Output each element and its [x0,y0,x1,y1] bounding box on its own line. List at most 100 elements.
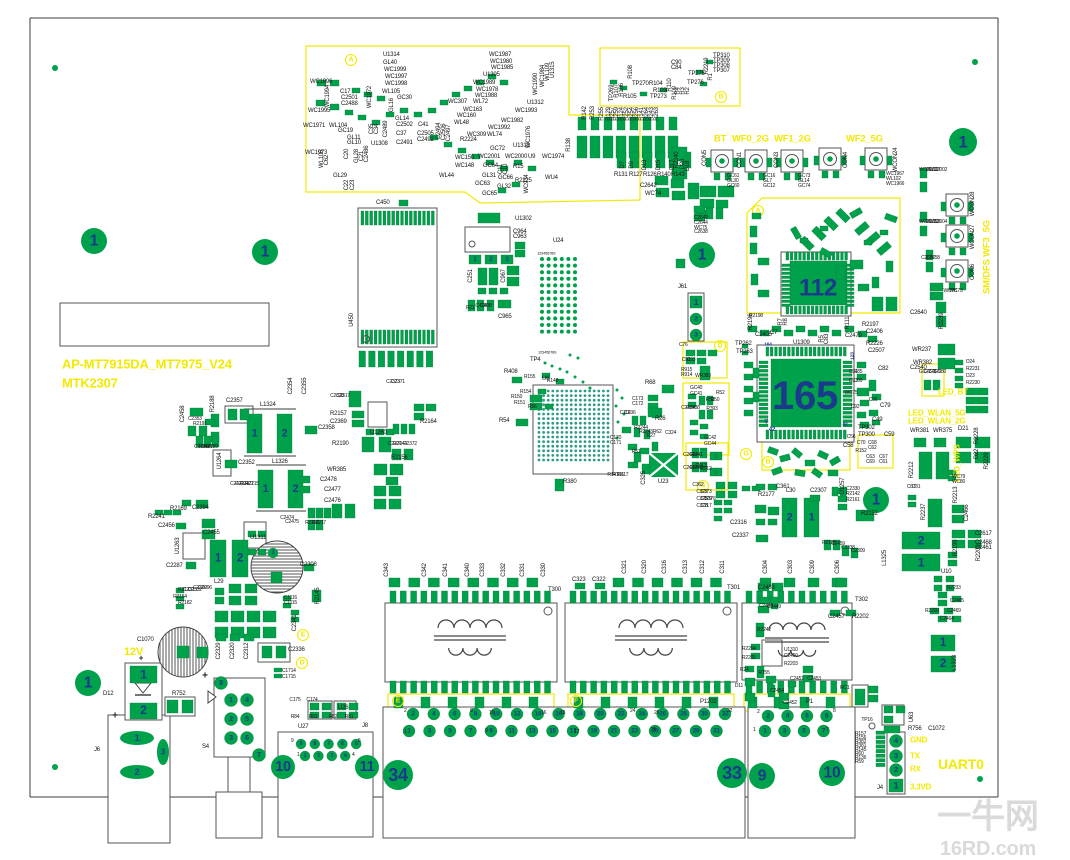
refdes-label: D23 [966,373,975,379]
smd-pad [755,622,765,638]
smd-pad [945,575,955,583]
refdes-label: R2237 [921,503,927,521]
smd-pad [526,577,539,588]
refdes-label: 123456789 [538,350,557,355]
refdes-label: TP310 [713,53,731,59]
refdes-label: U1312 [527,100,545,106]
smd-pad [758,398,769,402]
refdes-label: WC1989 [473,80,496,86]
refdes-label: R82 [329,714,338,720]
connector-pin [566,724,580,738]
smd-pad [867,170,875,179]
smd-pad [668,116,678,131]
refdes-label: R104 [649,81,663,87]
refdes-label: C2405 [755,332,773,338]
smd-pad [400,680,407,694]
smd-pad [709,451,717,461]
smd-pad [282,602,292,609]
smd-pad [933,437,947,448]
smd-pad [387,329,391,345]
bga-ball [537,440,541,443]
smd-pad [817,346,821,357]
connector-pin [214,676,228,690]
smd-pad [373,463,388,476]
pin-number: 21 [611,728,618,735]
bga-ball [583,435,587,439]
connector-pin [552,707,565,721]
bga-ball [597,403,601,407]
refdes-label: U9 [528,154,536,160]
smd-pad [416,350,424,368]
refdes-label: R2182 [178,600,192,606]
refdes-label: R2196 [748,313,754,331]
refdes-label: L1326 [272,459,289,465]
bga-ball [579,417,582,420]
pin-number: 6 [341,741,344,747]
refdes-label: U1310 [784,647,798,653]
refdes-label: C236 [624,410,636,416]
smd-pad [845,279,855,283]
bga-ball [588,435,591,439]
refdes-label: R2152 [861,511,879,517]
smd-pad [935,315,947,328]
connector-pin [628,724,641,738]
refdes-label: C2312 [244,642,250,660]
refdes-label: C2488 [341,101,359,107]
refdes-label: C343 [384,562,390,576]
electrolytic-cap [250,540,304,594]
refdes-label: R259 [614,106,620,120]
smd-pad [621,680,628,694]
refdes-label: WL108 [926,219,941,225]
smd-pad [447,577,460,588]
bga-ball [553,296,558,301]
smd-pad [875,740,886,744]
bga-ball [540,323,544,327]
refdes-label: R2224 [460,137,478,143]
component-outline [277,731,374,838]
smd-pad [247,530,257,538]
refdes-label: R382 [855,739,867,745]
region-letter-circle [696,479,710,493]
bga-ball [559,263,564,268]
connector-pin [587,724,600,738]
component-outline [532,384,614,475]
connector-pin [313,750,324,762]
refdes-label: 32 [727,708,733,714]
connector-pin [402,724,416,738]
switch-arrow-mark [207,690,217,704]
refdes-label: R53 [706,397,715,403]
bga-ball [573,329,577,334]
bga-ball [602,417,605,420]
refdes-label: C11 [498,163,504,174]
smd-pad [842,415,853,419]
bga-ball [542,458,545,462]
refdes-label: R254 [629,106,635,120]
refdes-label: R155 [524,374,536,380]
refdes-label: U1264 [217,452,223,470]
refdes-label: R154 [520,389,532,395]
smd-pad [758,373,769,377]
smd-pad [413,403,425,412]
pin-number: 24 [638,711,645,718]
refdes-label: GL29 [333,173,348,179]
smd-pad [867,335,878,343]
refdes-label: R145 [855,747,867,753]
smd-pad [129,702,158,720]
smd-pad [767,506,780,516]
smd-pad [348,390,362,408]
smd-pad [590,680,597,694]
smd-pad [821,170,829,179]
bga-ball [602,449,605,453]
refdes-label: WC1978 [476,87,499,93]
smd-pad [856,411,867,419]
bga-ball [574,444,578,448]
refdes-label: U6 [542,376,550,382]
smd-pad [477,212,501,224]
refdes-label: C2469 [947,608,961,614]
refdes-label: C330 [541,562,547,576]
smd-pad [808,429,812,440]
smd-pad [198,425,208,437]
smd-pad [577,116,587,131]
net-label: LED_WLAN_2G [908,417,965,426]
x-mark [648,452,679,478]
